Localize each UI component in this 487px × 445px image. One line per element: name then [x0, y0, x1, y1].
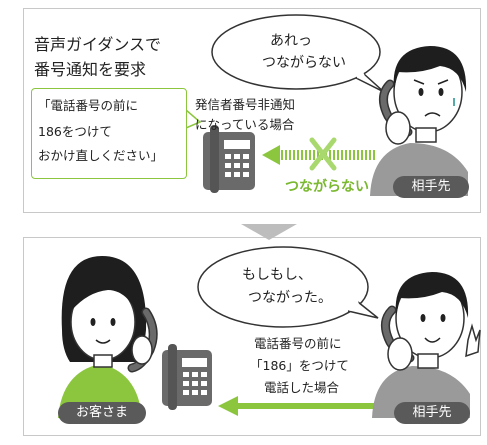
bottom-caller-badge: 相手先	[394, 402, 470, 424]
blocked-call-arrow	[262, 137, 375, 171]
guidance-line1: 「電話番号の前に	[38, 98, 139, 113]
bottom-bubble-line1: もしもし、	[242, 267, 312, 283]
top-bubble-line2: つながらない	[262, 55, 346, 71]
top-caller-person	[370, 46, 468, 196]
top-condition-line2: になっている場合	[195, 117, 295, 132]
bottom-condition-line2: 「186」をつけて	[250, 358, 349, 373]
bottom-phone-icon	[162, 344, 212, 410]
guidance-message-box	[31, 88, 187, 179]
customer-person	[58, 256, 158, 418]
connected-call-arrow	[218, 396, 386, 416]
bottom-speech-bubble	[197, 246, 379, 328]
top-intro-line1: 音声ガイダンスで	[34, 35, 162, 54]
top-condition-line1: 発信者番号非通知	[195, 97, 296, 112]
bottom-bubble-line2: つながった。	[248, 290, 332, 306]
bottom-caller-person	[372, 272, 481, 418]
guidance-line2: 186をつけて	[38, 124, 112, 139]
top-caller-badge: 相手先	[393, 176, 469, 198]
bottom-scenario-panel	[23, 237, 481, 436]
down-arrow-icon	[241, 224, 297, 240]
top-bubble-line1: あれっ	[270, 33, 312, 49]
top-phone-icon	[203, 125, 255, 193]
bottom-condition-line3: 電話した場合	[264, 380, 340, 395]
top-scenario-panel	[23, 8, 481, 213]
cross-icon	[309, 137, 337, 171]
top-speech-bubble	[211, 14, 385, 93]
not-connected-label: つながらない	[285, 179, 369, 195]
bottom-condition-line1: 電話番号の前に	[254, 336, 342, 351]
customer-badge: お客さま	[58, 402, 146, 424]
top-intro-line2: 番号通知を要求	[34, 60, 147, 79]
guidance-line3: おかけ直しください」	[38, 148, 164, 163]
